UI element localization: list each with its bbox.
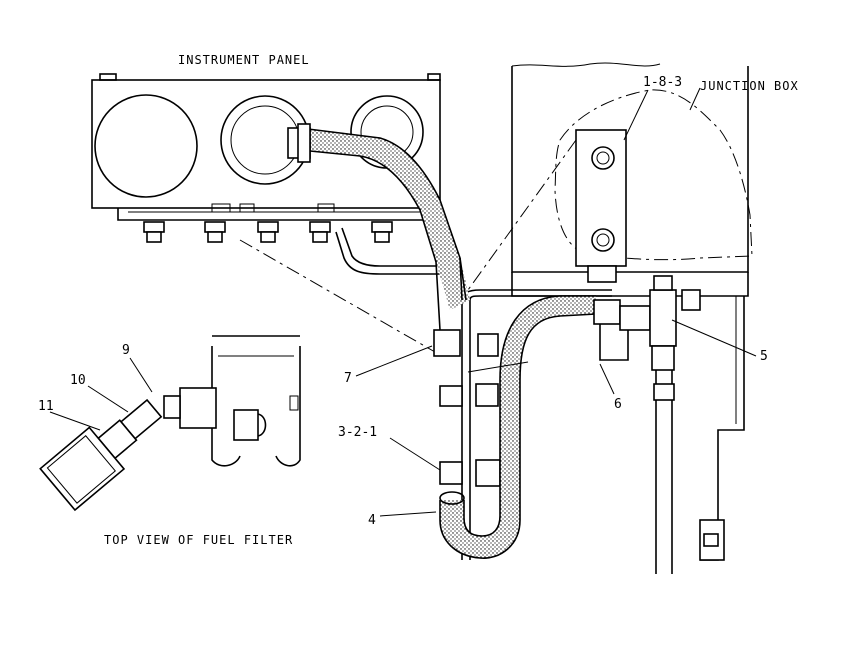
leader-lines <box>49 87 757 517</box>
callout-11: 11 <box>38 399 54 414</box>
callout-4: 4 <box>368 513 376 528</box>
callout-9: 9 <box>122 343 130 358</box>
instrument-panel <box>91 73 441 243</box>
callout-6: 6 <box>614 397 622 412</box>
callout-1-8-3: 1-8-3 <box>643 75 682 90</box>
engine-housing <box>699 296 745 561</box>
callout-5: 5 <box>760 349 768 364</box>
instrument-panel-caption: INSTRUMENT PANEL <box>178 53 310 67</box>
junction-box <box>511 62 753 297</box>
upper-hose <box>287 123 470 331</box>
panel-bolts <box>143 221 393 243</box>
top-view-caption: TOP VIEW OF FUEL FILTER <box>104 533 293 547</box>
callout-7: 7 <box>344 371 352 386</box>
callout-10: 10 <box>70 373 86 388</box>
fuel-filter-view <box>39 335 301 512</box>
gauge-left <box>94 94 198 198</box>
fuel-hose <box>439 295 597 559</box>
callout-3-2-1: 3-2-1 <box>338 425 377 440</box>
junction-box-caption: JUNCTION BOX <box>700 79 799 93</box>
tee-fitting <box>593 275 701 574</box>
